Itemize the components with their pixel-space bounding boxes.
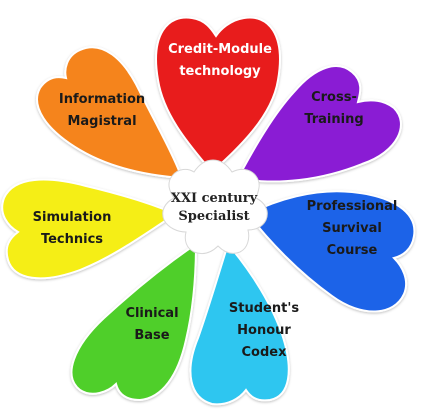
petal-cross-training-shape	[236, 65, 402, 183]
petal-label-line: Cross-	[311, 90, 357, 105]
petal-label-line: Codex	[242, 345, 288, 360]
petal-label-line: Credit-Module	[168, 42, 272, 57]
petal-label-line: Base	[134, 328, 169, 343]
petal-simulation-technics-shape	[1, 178, 179, 280]
petal-cross-training: Cross- Training	[236, 65, 402, 183]
petal-cross-training-label: Cross- Training	[304, 90, 363, 127]
petal-credit-module-label: Credit-Module technology	[168, 42, 272, 79]
petal-credit-module-shape	[155, 16, 281, 174]
petal-credit-module: Credit-Module technology	[155, 16, 281, 174]
center-title: XXI century	[171, 191, 258, 206]
petal-label-line: Professional	[307, 199, 398, 214]
petal-label-line: Student's	[229, 301, 299, 316]
center-flower-shape	[162, 159, 268, 255]
petal-label-line: Technics	[41, 232, 103, 247]
petal-label-line: Information	[59, 92, 145, 107]
petal-label-line: Magistral	[67, 114, 136, 129]
center-flower: XXI century Specialist	[162, 159, 268, 255]
petal-label-line: Training	[304, 112, 363, 127]
petal-professional-survival-shape	[246, 190, 416, 313]
petal-students-honour-shape	[189, 241, 290, 406]
petal-label-line: Simulation	[33, 210, 112, 225]
petal-label-line: technology	[179, 64, 261, 79]
petal-clinical-base-shape	[70, 242, 198, 402]
petal-information-magistral-shape	[36, 46, 184, 180]
petal-label-line: Clinical	[125, 306, 178, 321]
petal-label-line: Honour	[237, 323, 291, 338]
petal-label-line: Course	[327, 243, 378, 258]
petal-label-line: Survival	[322, 221, 382, 236]
center-subtitle: Specialist	[178, 209, 249, 224]
